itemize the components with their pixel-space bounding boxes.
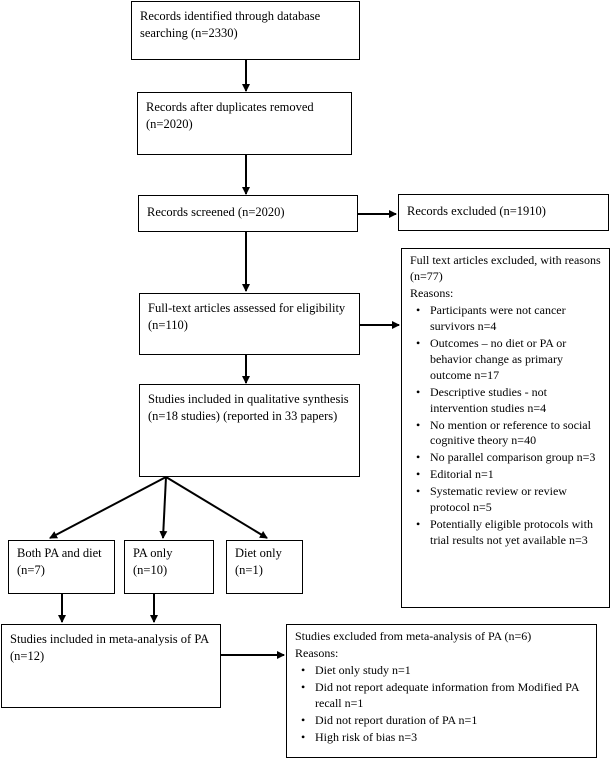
records-identified-box: Records identified through database sear…	[131, 1, 360, 60]
full-text-assessed-text: Full-text articles assessed for eligibil…	[148, 301, 346, 333]
meta-included-box: Studies included in meta-analysis of PA …	[1, 624, 221, 708]
records-excluded-box: Records excluded (n=1910)	[398, 194, 609, 231]
meta-included-text: Studies included in meta-analysis of PA …	[10, 632, 209, 664]
list-item: Diet only study n=1	[301, 663, 590, 679]
list-item: Outcomes – no diet or PA or behavior cha…	[416, 336, 603, 384]
full-text-excluded-box: Full text articles excluded, with reason…	[401, 248, 610, 608]
qualitative-synthesis-text: Studies included in qualitative synthesi…	[148, 392, 349, 424]
pa-only-box: PA only (n=10)	[124, 540, 214, 594]
diet-only-text: Diet only (n=1)	[235, 546, 282, 578]
records-screened-box: Records screened (n=2020)	[138, 195, 358, 232]
both-pa-diet-text: Both PA and diet (n=7)	[17, 546, 102, 578]
records-excluded-text: Records excluded (n=1910)	[407, 204, 546, 218]
full-text-assessed-box: Full-text articles assessed for eligibil…	[139, 293, 360, 355]
meta-excluded-list: Diet only study n=1 Did not report adequ…	[295, 663, 590, 746]
pa-only-text: PA only (n=10)	[133, 546, 173, 578]
arrow-qualitative-to-pa-only	[159, 476, 168, 539]
list-item: Editorial n=1	[416, 467, 603, 483]
both-pa-diet-box: Both PA and diet (n=7)	[8, 540, 115, 594]
full-text-excluded-title: Full text articles excluded, with reason…	[410, 253, 601, 283]
list-item: High risk of bias n=3	[301, 730, 590, 746]
arrow-qualitative-to-both	[49, 476, 167, 539]
meta-excluded-reasons-label: Reasons:	[295, 645, 339, 660]
diet-only-box: Diet only (n=1)	[226, 540, 303, 594]
list-item: Descriptive studies - not intervention s…	[416, 385, 603, 417]
after-duplicates-text: Records after duplicates removed (n=2020…	[146, 100, 314, 132]
meta-excluded-box: Studies excluded from meta-analysis of P…	[286, 624, 597, 758]
full-text-excluded-list: Participants were not cancer survivors n…	[410, 303, 603, 549]
meta-excluded-title: Studies excluded from meta-analysis of P…	[295, 629, 532, 643]
list-item: No parallel comparison group n=3	[416, 450, 603, 466]
records-identified-text: Records identified through database sear…	[140, 9, 321, 41]
list-item: Participants were not cancer survivors n…	[416, 303, 603, 335]
list-item: Systematic review or review protocol n=5	[416, 484, 603, 516]
after-duplicates-box: Records after duplicates removed (n=2020…	[137, 92, 352, 155]
qualitative-synthesis-box: Studies included in qualitative synthesi…	[139, 384, 360, 477]
list-item: Potentially eligible protocols with tria…	[416, 517, 603, 549]
list-item: Did not report duration of PA n=1	[301, 713, 590, 729]
records-screened-text: Records screened (n=2020)	[147, 205, 285, 219]
list-item: Did not report adequate information from…	[301, 680, 590, 712]
list-item: No mention or reference to social cognit…	[416, 418, 603, 450]
arrow-qualitative-to-diet-only	[165, 476, 268, 539]
full-text-excluded-reasons-label: Reasons:	[410, 285, 454, 300]
